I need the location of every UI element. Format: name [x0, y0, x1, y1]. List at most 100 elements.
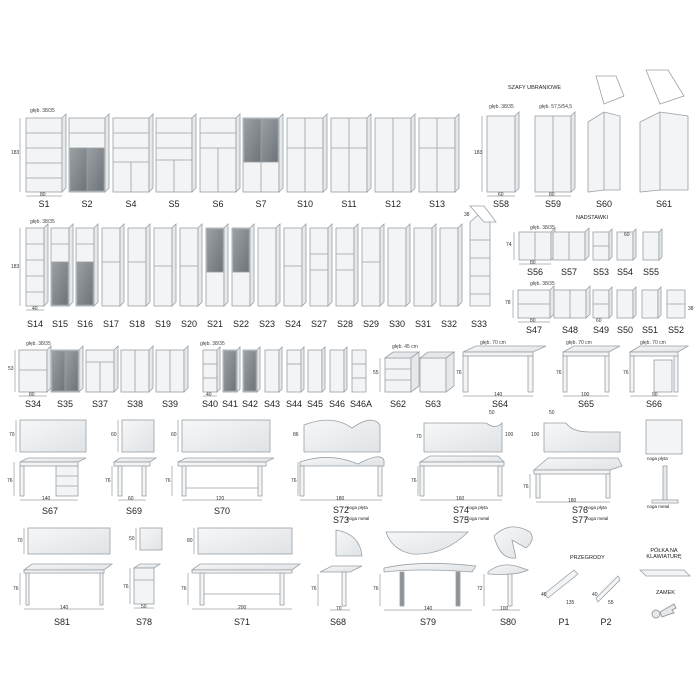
depth-label: głęb. 38/35 — [30, 219, 55, 225]
cabinet-S23 — [257, 223, 281, 307]
dim-height: 76 — [411, 478, 417, 484]
depth-label: głęb. 38/35 — [26, 341, 51, 347]
dim-depth: 70 — [9, 432, 15, 438]
dim-height: 183 — [11, 150, 20, 156]
dim-width: 50 — [549, 410, 555, 416]
depth-label: głęb. 38/35 — [530, 225, 555, 231]
product-code: S46 — [328, 399, 345, 409]
dim-width: 180 — [568, 498, 577, 504]
dim-width: 140 — [424, 606, 433, 612]
corner-shelf-S46A — [351, 349, 367, 393]
product-code: S64 — [491, 399, 508, 409]
product-code: S61 — [655, 199, 672, 209]
desk-S76 — [532, 457, 623, 499]
drawer-unit-S62 — [383, 351, 421, 393]
product-code: S22 — [232, 319, 249, 329]
desk-S65 — [562, 345, 621, 393]
cabinet-S2 — [68, 113, 110, 193]
cabinet-S22 — [231, 223, 255, 307]
product-code: S57 — [560, 267, 577, 277]
dim-depth: 50 — [129, 536, 135, 542]
desk-top-S71 — [197, 527, 293, 555]
top-unit-S48 — [553, 285, 591, 319]
lock-key-icon — [651, 603, 677, 619]
dim-height: 76 — [556, 370, 562, 376]
dim-height: 78 — [505, 300, 511, 306]
cabinet-S21 — [205, 223, 229, 307]
wardrobe-S58 — [486, 111, 520, 193]
dim-height: 76 — [291, 478, 297, 484]
dim-width: 55 — [608, 600, 614, 606]
wardrobe-S61 — [639, 69, 689, 193]
dim-height: 76 — [623, 370, 629, 376]
top-unit-S57 — [552, 227, 590, 261]
dim-depth: 38 — [464, 212, 470, 218]
product-code: S35 — [56, 399, 73, 409]
cabinet-S35 — [50, 345, 84, 393]
desk-S69 — [112, 457, 158, 497]
product-code: S50 — [616, 325, 633, 335]
cabinet-S20 — [179, 223, 203, 307]
product-code: S30 — [388, 319, 405, 329]
desk-top-S70 — [181, 419, 271, 453]
cabinet-S7 — [242, 113, 284, 193]
dim-width: 80 — [40, 192, 46, 198]
section-title-keyboard-shelf: PÓŁKA NA KLAWIATURĘ — [646, 548, 682, 560]
dim-width: 100 — [500, 606, 509, 612]
leg-note: noga metal — [586, 516, 609, 521]
dim-depth: 86 — [293, 432, 299, 438]
product-code: S6 — [212, 199, 224, 209]
product-code: S47 — [525, 325, 542, 335]
product-code: S78 — [135, 617, 152, 627]
dim-width: 140 — [42, 496, 51, 502]
dim-width: 80 — [530, 260, 536, 266]
dim-width: 60 — [596, 318, 602, 324]
dim-width: 80 — [530, 318, 536, 324]
dim-depth: 100 — [531, 432, 540, 438]
dim-depth: 60 — [111, 432, 117, 438]
product-code: S53 — [592, 267, 609, 277]
product-code: S71 — [233, 617, 250, 627]
product-code: S38 — [126, 399, 143, 409]
product-code: S60 — [595, 199, 612, 209]
product-code: S39 — [161, 399, 178, 409]
dim-width: 100 — [581, 392, 590, 398]
product-code: S75 — [452, 515, 469, 525]
product-code: S69 — [125, 506, 142, 516]
product-code: S11 — [341, 199, 357, 209]
cabinet-S12 — [374, 113, 416, 193]
cabinet-S32 — [439, 223, 463, 307]
product-code: S80 — [499, 617, 516, 627]
dim-width: 40 — [206, 392, 212, 398]
depth-label: głęb. 38/35 — [530, 281, 555, 287]
leg-note: noga metal — [647, 504, 670, 509]
desk-S81 — [22, 563, 114, 606]
product-code: S5 — [168, 199, 180, 209]
dim-width: 120 — [216, 496, 225, 502]
product-code: S45 — [306, 399, 323, 409]
product-code: S37 — [91, 399, 108, 409]
dim-height: 183 — [11, 264, 20, 270]
desk-S70 — [177, 457, 275, 497]
dim-depth: 38 — [688, 306, 694, 312]
table-S80 — [487, 564, 530, 607]
product-code: S34 — [24, 399, 41, 409]
dim-depth: 100 — [505, 432, 514, 438]
product-code: S51 — [641, 325, 658, 335]
product-code: S10 — [296, 199, 313, 209]
product-code: S58 — [492, 199, 509, 209]
dim-height: 76 — [311, 586, 317, 592]
desk-top-S72 — [303, 419, 381, 453]
depth-label: głęb. 70 cm — [480, 340, 506, 346]
dim-height: 76 — [523, 484, 529, 490]
dim-height: 55 — [373, 370, 379, 376]
cabinet-S13 — [418, 113, 460, 193]
cabinet-S43 — [264, 346, 283, 393]
table-S79 — [383, 563, 477, 607]
dim-height: 76 — [181, 586, 187, 592]
dim-width: 200 — [238, 605, 247, 611]
leg-note: noga płyta — [467, 505, 488, 510]
cabinet-S27 — [309, 223, 333, 307]
product-code: S74 — [452, 505, 469, 515]
